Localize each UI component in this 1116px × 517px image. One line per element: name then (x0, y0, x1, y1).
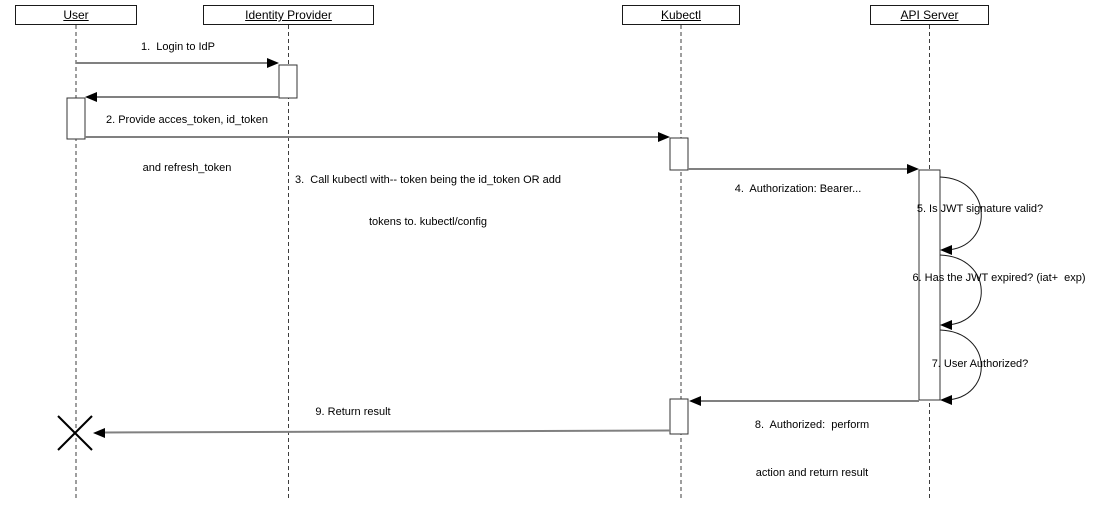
message-label-3-line2: tokens to. kubectl/config (368, 216, 488, 228)
self-arc-line-6 (939, 254, 982, 326)
message-label-8: 8. Authorized: perform action and return… (755, 385, 869, 513)
arrowhead-icon (689, 396, 701, 406)
message-arrow-9 (93, 428, 671, 438)
destroy-x-icon (57, 415, 93, 451)
message-label-5: 5. Is JWT signature valid? (916, 203, 1044, 215)
participant-kubectl: Kubectl (622, 5, 740, 25)
participant-user: User (15, 5, 137, 25)
participant-identity-provider: Identity Provider (203, 5, 374, 25)
arrowhead-icon (907, 164, 919, 174)
participant-api-server-label: API Server (900, 8, 959, 22)
arrowhead-icon (940, 245, 952, 255)
activation-kubectl-2 (669, 398, 689, 435)
message-label-2: 2. Provide acces_token, id_token and ref… (106, 80, 268, 208)
self-message-arc-7 (939, 329, 982, 405)
message-arrow-3 (85, 132, 670, 142)
participant-api-server: API Server (870, 5, 989, 25)
activation-kubectl-1 (669, 137, 689, 171)
participant-identity-provider-label: Identity Provider (245, 8, 332, 22)
message-arrow-4 (688, 164, 919, 174)
message-arrow-8 (689, 396, 919, 406)
message-arrow-2 (85, 92, 279, 102)
message-label-3: 3. Call kubectl with-- token being the i… (295, 145, 561, 257)
activation-identity-provider (278, 64, 298, 99)
arrowhead-icon (93, 428, 105, 438)
activation-api-server (918, 169, 941, 401)
self-message-arc-5 (939, 176, 982, 255)
message-label-7: 7. User Authorized? (931, 358, 1029, 370)
arrowhead-icon (267, 58, 279, 68)
message-label-4: 4. Authorization: Bearer... (734, 183, 862, 195)
self-arc-line-7 (939, 329, 982, 401)
message-label-9: 9. Return result (315, 406, 391, 418)
arrowhead-icon (940, 395, 952, 405)
destroy-x-stroke-2 (57, 415, 93, 451)
participant-kubectl-label: Kubectl (660, 8, 702, 22)
message-arrow-1 (76, 58, 279, 68)
self-arc-line-5 (939, 176, 982, 251)
message-line-9 (103, 429, 671, 434)
message-label-6: 6. Has the JWT expired? (iat+ exp) (912, 272, 1086, 284)
message-label-2-line2: and refresh_token (142, 162, 232, 174)
arrowhead-icon (658, 132, 670, 142)
activation-user (66, 97, 86, 140)
participant-user-label: User (63, 8, 89, 22)
arrowhead-icon (85, 92, 97, 102)
message-label-8-line2: action and return result (755, 467, 869, 479)
arrowhead-icon (940, 320, 952, 330)
message-label-1: 1. Login to IdP (141, 41, 215, 53)
self-message-arc-6 (939, 254, 982, 330)
message-label-2-line1: 2. Provide acces_token, id_token (105, 114, 269, 126)
message-label-3-line1: 3. Call kubectl with-- token being the i… (295, 174, 561, 186)
message-label-8-line1: 8. Authorized: perform (754, 419, 870, 431)
